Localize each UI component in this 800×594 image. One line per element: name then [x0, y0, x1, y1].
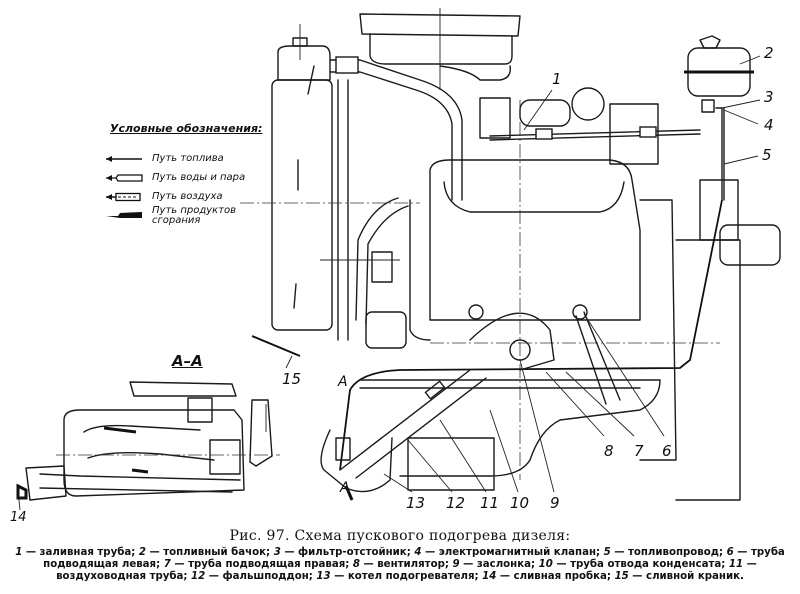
- part-number: 1: [15, 547, 23, 558]
- heater-boiler: [320, 429, 393, 501]
- legend-title: Условные обозначения:: [110, 122, 263, 135]
- part-number: 15: [614, 571, 629, 582]
- part-entry: 1 — заливная труба;: [15, 547, 139, 558]
- engine-preheater-diagram: [16, 8, 781, 511]
- section-mark-top: А: [338, 374, 348, 390]
- part-entry: 2 — топливный бачок;: [139, 547, 274, 558]
- part-entry: 7 — труба подводящая правая;: [164, 559, 353, 570]
- air-path-symbol: [106, 192, 141, 201]
- fan-ducts: [468, 304, 621, 405]
- callout-5: 5: [762, 146, 772, 164]
- fuel-pipe: [339, 199, 723, 471]
- false-oil-pan: [359, 379, 661, 491]
- engine-block: [240, 100, 781, 501]
- water-path-symbol: [106, 173, 143, 182]
- part-number: 9: [452, 559, 460, 570]
- part-number: 14: [482, 571, 497, 582]
- part-name: — сливная пробка;: [496, 571, 615, 582]
- drain-cock: [251, 335, 301, 357]
- part-name: — заслонка;: [459, 559, 539, 570]
- part-name: — вентилятор;: [359, 559, 453, 570]
- legend-label: Путь воздуха: [152, 191, 223, 202]
- callout-15: 15: [282, 370, 302, 388]
- callout-7: 7: [634, 442, 644, 460]
- radiator: [271, 24, 349, 341]
- section-label: А–А: [172, 352, 203, 370]
- air-duct: [339, 369, 487, 479]
- callout-14: 14: [10, 510, 27, 525]
- part-entry: 5 — топливопровод;: [604, 547, 727, 558]
- part-entry: 11 — воздуховодная труба;: [56, 559, 757, 582]
- part-entry: 15 — сливной краник.: [615, 571, 744, 582]
- callout-6: 6: [662, 442, 672, 460]
- part-number: 6: [726, 547, 734, 558]
- legend-label: Путь продуктов сгорания: [152, 205, 237, 226]
- part-name: — фильтр-отстойник;: [280, 547, 415, 558]
- section-a-a-view: [16, 381, 280, 501]
- part-name: — труба подводящая левая;: [43, 547, 785, 570]
- legend-item-air: Путь воздуха: [104, 187, 264, 206]
- side-hoses: [320, 197, 409, 349]
- part-number: 5: [603, 547, 611, 558]
- legend-label: Путь топлива: [152, 153, 224, 164]
- part-name: — топливный бачок;: [145, 547, 274, 558]
- part-number: 4: [414, 547, 422, 558]
- part-number: 2: [138, 547, 146, 558]
- part-name: — электромагнитный клапан;: [421, 547, 604, 558]
- callout-12: 12: [446, 494, 466, 512]
- callout-8: 8: [604, 442, 614, 460]
- part-number: 12: [191, 571, 206, 582]
- part-name: — воздуховодная труба;: [56, 559, 757, 582]
- part-entry: 4 — электромагнитный клапан;: [414, 547, 603, 558]
- part-entry: 10 — труба отвода конденсата;: [539, 559, 729, 570]
- legend-item-exhaust: Путь продуктов сгорания: [104, 206, 264, 230]
- fuel-tank: [684, 35, 754, 201]
- air-filter: [359, 8, 521, 90]
- part-number: 7: [163, 559, 171, 570]
- callout-13: 13: [406, 494, 426, 512]
- part-entry: 13 — котел подогревателя;: [316, 571, 482, 582]
- callout-11: 11: [480, 494, 500, 512]
- legend-item-fuel: Путь топлива: [104, 149, 264, 168]
- legend-item-water: Путь воды и пара: [104, 168, 264, 187]
- part-name: — фальшподдон;: [205, 571, 317, 582]
- part-entry: 3 — фильтр-отстойник;: [274, 547, 415, 558]
- callout-4: 4: [764, 116, 774, 134]
- part-entry: 8 — вентилятор;: [353, 559, 453, 570]
- callout-1: 1: [552, 70, 562, 88]
- part-number: 13: [316, 571, 331, 582]
- parts-list: 1 — заливная труба; 2 — топливный бачок;…: [0, 544, 800, 583]
- part-name: — сливной краник.: [628, 571, 744, 582]
- callout-10: 10: [510, 494, 530, 512]
- part-name: — заливная труба;: [22, 547, 139, 558]
- leader-lines: [17, 55, 761, 511]
- fuel-path-symbol: [106, 155, 142, 162]
- part-name: — труба подводящая правая;: [170, 559, 353, 570]
- part-number: 11: [728, 559, 744, 570]
- part-number: 3: [273, 547, 281, 558]
- part-name: — котел подогревателя;: [330, 571, 483, 582]
- figure-caption: Рис. 97. Схема пускового подогрева дизел…: [0, 528, 800, 583]
- part-number: 10: [538, 559, 553, 570]
- part-entry: 12 — фальшподдон;: [191, 571, 316, 582]
- section-mark-bottom: А: [340, 480, 350, 496]
- part-name: — топливопровод;: [610, 547, 727, 558]
- callout-2: 2: [764, 44, 774, 62]
- figure-title: Рис. 97. Схема пускового подогрева дизел…: [229, 528, 571, 544]
- fuel-manifold: [479, 87, 701, 165]
- upper-hose: [329, 56, 463, 201]
- legend: Условные обозначения: Путь топлива Путь …: [104, 122, 264, 230]
- part-entry: 6 — труба подводящая левая;: [43, 547, 785, 570]
- legend-label: Путь воды и пара: [152, 172, 246, 183]
- part-entry: 14 — сливная пробка;: [482, 571, 614, 582]
- callout-9: 9: [550, 494, 560, 512]
- part-entry: 9 — заслонка;: [453, 559, 539, 570]
- part-name: — труба отвода конденсата;: [552, 559, 729, 570]
- exhaust-path-symbol: [106, 212, 142, 218]
- callout-3: 3: [764, 88, 774, 106]
- part-number: 8: [352, 559, 360, 570]
